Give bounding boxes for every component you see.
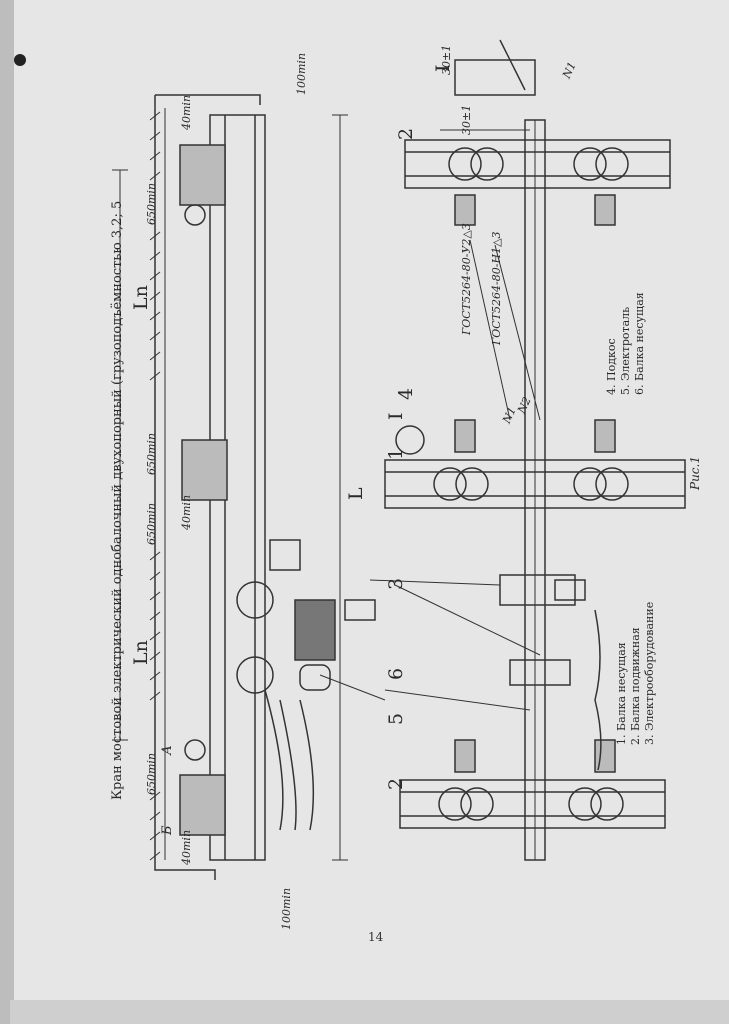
callout-view-A: А — [160, 745, 175, 755]
legend-right: 4. Подкос 5. Электроталь 6. Балка несуща… — [605, 292, 647, 395]
paper — [10, 0, 729, 1010]
callout-1: 1 — [385, 447, 407, 460]
callout-6: 6 — [385, 667, 407, 680]
legend-item: 4. Подкос — [605, 338, 618, 395]
dim-650min-3: 650min — [145, 502, 158, 545]
dim-40min-2: 40min — [180, 494, 193, 530]
legend-item: 1. Балка несущая — [615, 642, 628, 745]
dim-30-2: 30±1 — [460, 104, 473, 135]
dim-100min-bottom: 100min — [280, 887, 293, 930]
callout-view-I-1: I — [385, 412, 407, 420]
elevation-view — [112, 94, 541, 880]
callout-2-top: 2 — [395, 127, 417, 140]
figure-label: Рис.1 — [688, 456, 702, 490]
dim-L: L — [345, 487, 367, 500]
callout-5: 5 — [385, 712, 407, 725]
legend-item: 5. Электроталь — [619, 306, 632, 395]
dim-40min-1: 40min — [180, 94, 193, 130]
dim-100min-top: 100min — [295, 52, 308, 95]
dim-650min-4: 650min — [145, 752, 158, 795]
paper-shadow-edge — [0, 0, 14, 1024]
dim-650min-1: 650min — [145, 182, 158, 225]
callout-view-B: Б — [160, 825, 175, 835]
dim-Ln-2: Ln — [130, 640, 152, 665]
dim-Ln-1: Ln — [130, 285, 152, 310]
callout-view-I-2: I — [432, 64, 454, 72]
legend-left: 1. Балка несущая 2. Балка подвижная 3. Э… — [615, 602, 657, 745]
callout-4: 4 — [395, 387, 417, 400]
dim-650min-2: 650min — [145, 432, 158, 475]
weld-mark-1: ГОСТ5264-80-У2△3 — [460, 223, 473, 335]
legend-item: 2. Балка подвижная — [629, 627, 642, 745]
binder-hole — [14, 54, 26, 66]
paper-bottom-edge — [10, 1000, 729, 1024]
dim-40min-3: 40min — [180, 829, 193, 865]
callout-3: 3 — [385, 577, 407, 590]
drawing-title: Кран мостовой электрический однобалочный… — [110, 200, 125, 800]
weld-mark-2: ГОСТ5264-80-Н1△3 — [490, 231, 503, 345]
legend-item: 3. Электрооборудование — [643, 601, 656, 745]
plan-view — [369, 39, 686, 861]
page-number: 14 — [368, 930, 384, 944]
legend-item: 6. Балка несущая — [633, 292, 646, 395]
callout-2-bottom: 2 — [385, 777, 407, 790]
